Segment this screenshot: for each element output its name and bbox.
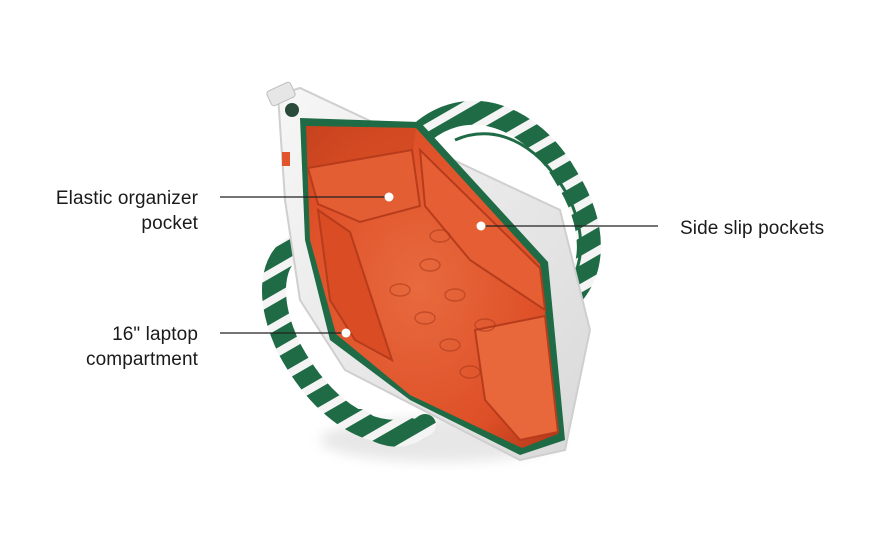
left-handle-base [349, 409, 436, 447]
right-handle-strap [413, 100, 601, 317]
zipper-clip [285, 103, 299, 117]
elastic-pocket-label-line2: pocket [141, 213, 198, 234]
elastic-pocket-dot [384, 192, 394, 202]
front-slip-pocket [473, 314, 560, 442]
zipper-pull [266, 81, 296, 107]
side-pocket-dot [476, 221, 486, 231]
laptop-compartment [316, 207, 394, 363]
elastic-pocket-label-line1: Elastic organizer [55, 188, 198, 209]
laptop-compartment-callout: 16" laptop compartment [86, 322, 198, 372]
laptop-label-line1: 16" laptop [112, 324, 198, 345]
elastic-organizer-pocket [306, 148, 422, 224]
laptop-dot [341, 328, 351, 338]
side-pocket-label: Side slip pockets [680, 218, 825, 239]
side-tag [282, 152, 290, 166]
side-slip-pockets-callout: Side slip pockets [680, 216, 824, 241]
laptop-label-line2: compartment [86, 349, 198, 370]
elastic-pocket-callout: Elastic organizer pocket [56, 186, 198, 236]
lining-logo-pattern [389, 229, 496, 379]
